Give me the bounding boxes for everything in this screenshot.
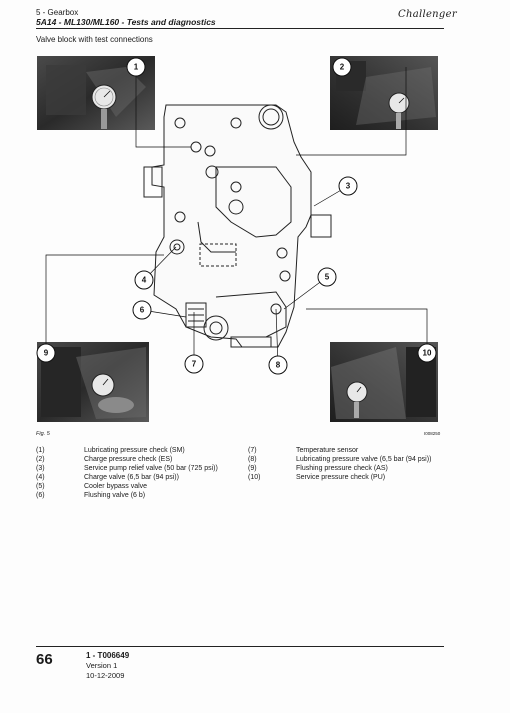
callout-8: 8 (268, 355, 288, 375)
svg-text:2: 2 (340, 63, 345, 72)
svg-text:6: 6 (140, 306, 145, 315)
figure-caption: Valve block with test connections (36, 35, 153, 44)
callout-1: 1 (126, 57, 146, 77)
figure-code: I008250 (424, 431, 441, 436)
svg-text:7: 7 (192, 360, 197, 369)
footer-divider (36, 646, 444, 647)
brand-logo: Challenger (398, 9, 457, 20)
document-date: 10-12-2009 (86, 671, 125, 680)
callout-3: 3 (338, 176, 358, 196)
callout-10: 10 (417, 343, 437, 363)
svg-text:4: 4 (142, 276, 147, 285)
valve-block-drawing (143, 104, 332, 348)
svg-text:10: 10 (423, 349, 432, 358)
page-title: 5A14 - ML130/ML160 - Tests and diagnosti… (36, 17, 216, 27)
document-version: Version 1 (86, 661, 118, 670)
svg-text:8: 8 (276, 361, 281, 370)
callout-7: 7 (184, 354, 204, 374)
header-divider (36, 28, 444, 29)
valve-block-figure: 1 2 3 4 5 6 7 8 9 10 (36, 47, 444, 429)
callout-6: 6 (132, 300, 152, 320)
page-number: 66 (36, 651, 53, 668)
document-number: 1 - T006649 (86, 651, 130, 660)
svg-text:5: 5 (325, 273, 330, 282)
svg-text:9: 9 (44, 349, 49, 358)
callout-4: 4 (134, 270, 154, 290)
figure-number: Fig. 5 (36, 431, 50, 437)
inset-photo-9 (37, 342, 149, 422)
callout-5: 5 (317, 267, 337, 287)
callout-2: 2 (332, 57, 352, 77)
svg-text:1: 1 (134, 63, 139, 72)
svg-text:3: 3 (346, 182, 351, 191)
section-heading: 5 - Gearbox (36, 8, 79, 17)
callout-9: 9 (36, 343, 56, 363)
